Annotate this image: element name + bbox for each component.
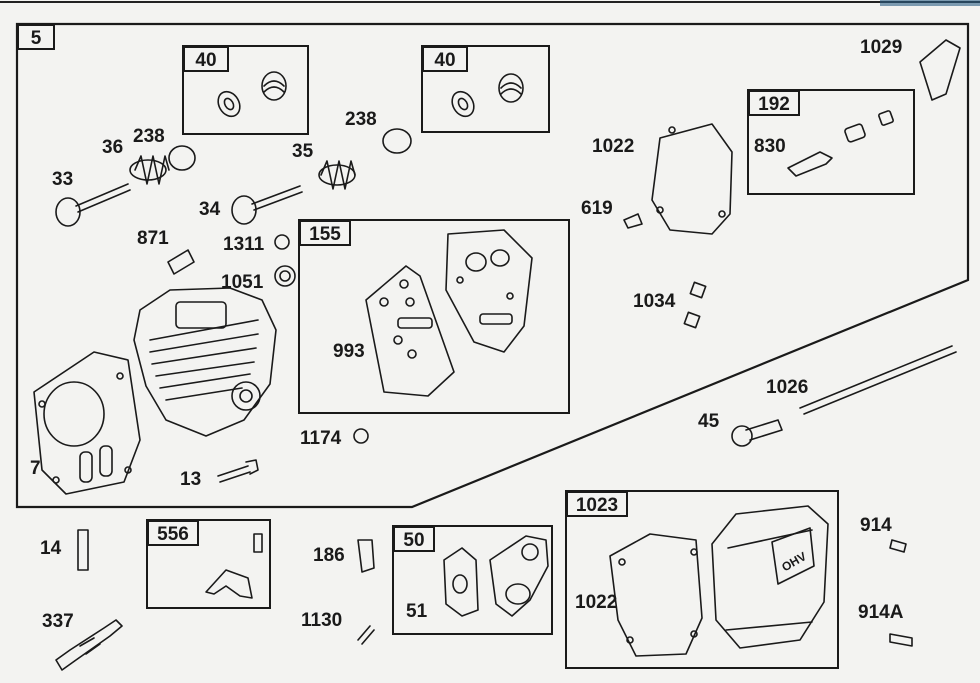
valve-cap-part <box>382 128 412 154</box>
part-label-238-left: 238 <box>133 126 165 147</box>
part-label-186: 186 <box>313 545 345 566</box>
kit-tag-rocker-cover: 1023 <box>566 491 628 517</box>
part-label-51: 51 <box>406 601 428 622</box>
ground-clip-part <box>205 569 253 599</box>
screw-part <box>889 539 907 553</box>
spark-plug-part <box>55 619 123 671</box>
part-label-7: 7 <box>30 458 41 479</box>
part-label-238-mid: 238 <box>345 109 377 130</box>
spark-plug-ground-kit-frame <box>146 519 271 609</box>
part-label-1130: 1130 <box>301 610 343 631</box>
part-label-1029: 1029 <box>860 37 903 58</box>
part-label-36: 36 <box>102 137 124 158</box>
part-label-1051: 1051 <box>221 272 264 293</box>
breather-valve-part <box>787 151 833 177</box>
part-label-830: 830 <box>754 136 786 157</box>
kit-tag-gasket-set: 155 <box>299 220 351 246</box>
kit-tag-valve-seal-right: 40 <box>422 46 468 72</box>
kit-tag-breather: 192 <box>748 90 800 116</box>
retainer-ring-part <box>274 234 290 250</box>
head-bolt-part <box>217 459 259 483</box>
clip-part <box>683 311 701 329</box>
screw-part <box>623 213 643 229</box>
intake-manifold-kit-frame <box>392 525 553 635</box>
rocker-arm-part <box>919 39 961 101</box>
pin-part <box>357 625 375 645</box>
rocker-cover-part <box>711 505 829 649</box>
valve-spring-part <box>129 155 170 185</box>
exhaust-valve-part <box>55 183 131 227</box>
cylinder-head-part <box>133 287 277 437</box>
part-label-1026: 1026 <box>766 377 809 398</box>
part-label-45: 45 <box>698 411 720 432</box>
manifold-gasket-part <box>443 547 479 617</box>
tappet-part <box>731 419 783 447</box>
kit-tag-cylinder-head: 5 <box>17 24 55 50</box>
part-label-914a: 914A <box>858 602 904 623</box>
intake-valve-part <box>231 185 303 225</box>
part-label-914: 914 <box>860 515 892 536</box>
valve-guide-seal-part <box>274 265 296 287</box>
part-label-337: 337 <box>42 611 74 632</box>
valve-seal-part <box>451 73 524 118</box>
valve-spring-part <box>318 160 356 190</box>
dowel-pin-part <box>167 249 195 275</box>
rocker-cover-kit-frame <box>565 490 839 669</box>
gasket-set-frame <box>298 219 570 414</box>
screw-part <box>889 633 913 647</box>
part-label-1022-bottom: 1022 <box>575 592 618 613</box>
kit-tag-valve-seal-left: 40 <box>183 46 229 72</box>
part-label-993: 993 <box>333 341 365 362</box>
nut-part <box>353 428 369 444</box>
part-label-1034: 1034 <box>633 291 676 312</box>
rocker-cover-gasket-part <box>651 123 733 235</box>
part-label-1311: 1311 <box>223 234 265 255</box>
part-label-14: 14 <box>40 538 62 559</box>
breather-gasket-part <box>445 229 533 353</box>
intake-manifold-part <box>489 535 549 617</box>
part-label-619: 619 <box>581 198 613 219</box>
part-label-34: 34 <box>199 199 221 220</box>
valve-seal-part <box>217 71 287 118</box>
part-label-871: 871 <box>137 228 169 249</box>
part-label-35: 35 <box>292 141 314 162</box>
pushrod-part <box>799 345 957 415</box>
part-label-33: 33 <box>52 169 74 190</box>
head-gasket-part <box>33 351 141 495</box>
valve-cap-part <box>168 145 196 171</box>
valve-seal-kit-frame-left <box>182 45 309 135</box>
clip-part <box>689 281 707 299</box>
part-label-13: 13 <box>180 469 202 490</box>
cover-gasket-part <box>365 265 455 397</box>
fitting-part <box>357 539 375 573</box>
breather-kit-frame <box>747 89 915 195</box>
part-label-1174: 1174 <box>300 428 342 449</box>
part-label-1022-top: 1022 <box>592 136 635 157</box>
cylinder-head-assembly-outline <box>15 22 970 509</box>
kit-tag-spark-plug-ground: 556 <box>147 520 199 546</box>
stud-part <box>77 529 89 571</box>
kit-tag-intake-manifold: 50 <box>393 526 435 552</box>
rocker-cover-gasket-part <box>609 533 703 657</box>
valve-seal-kit-frame-right <box>421 45 550 133</box>
